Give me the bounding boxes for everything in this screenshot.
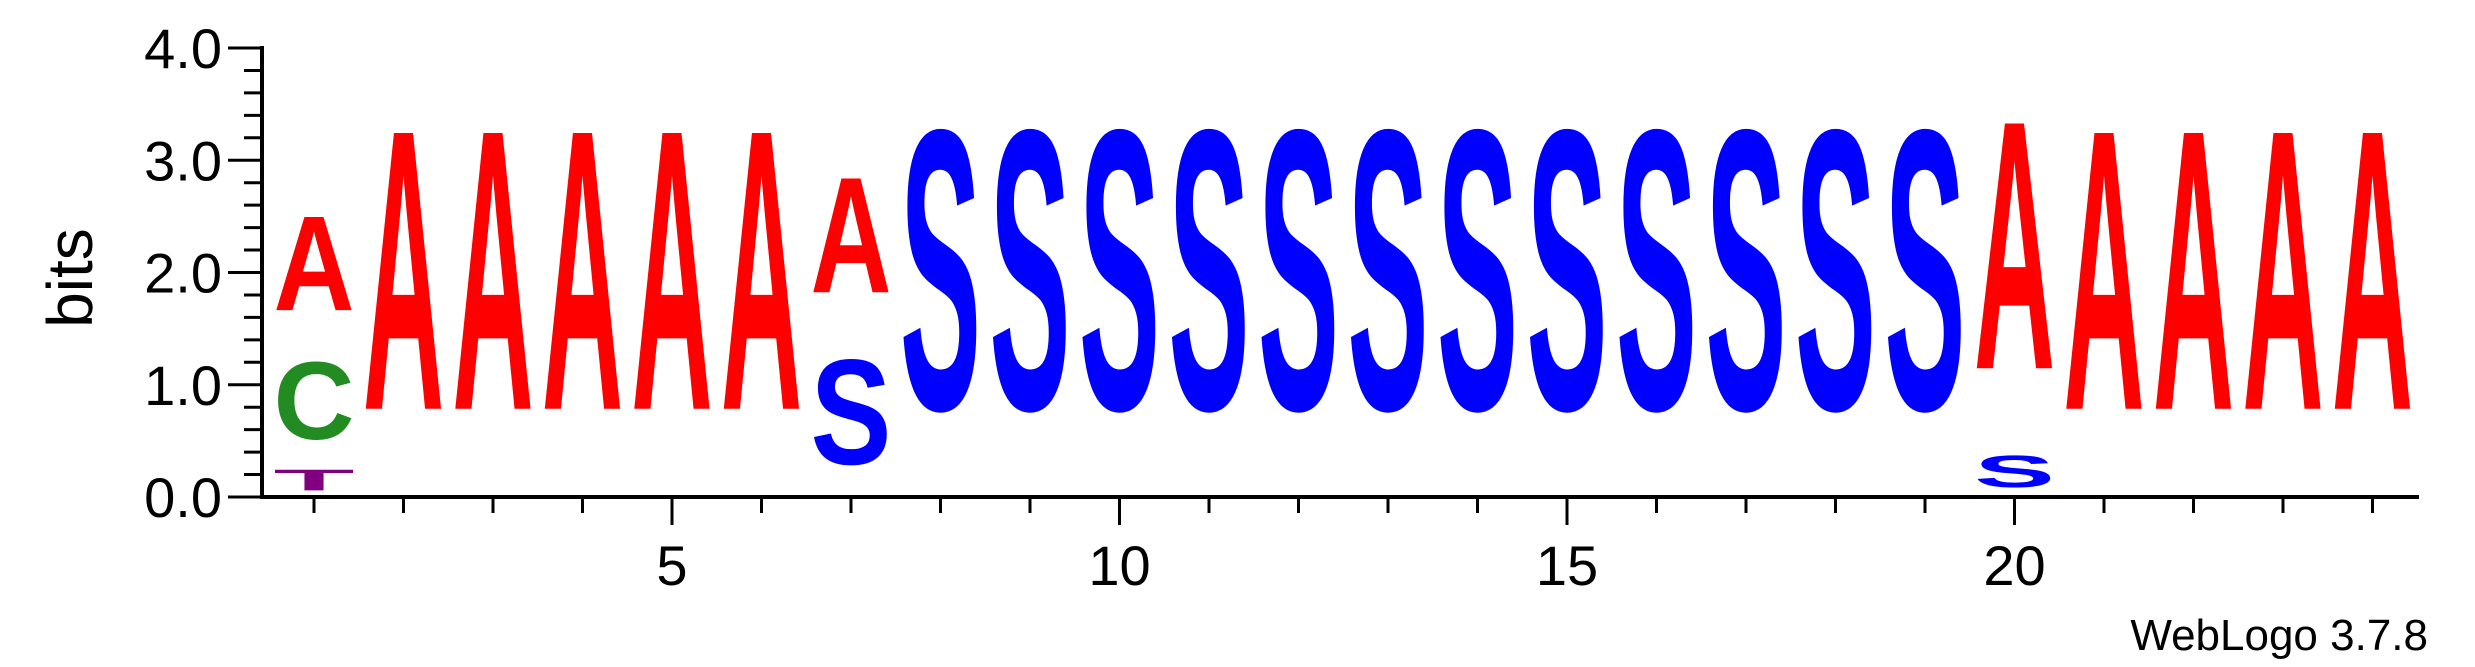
y-tick-label: 1.0 [144, 354, 222, 417]
logo-letter-a: A [273, 189, 354, 339]
logo-letter-s: S [1616, 46, 1697, 494]
y-axis-label: bits [34, 228, 106, 328]
logo-letter-a: A [453, 48, 534, 495]
logo-letter-a: A [811, 142, 892, 327]
logo-letter-a: A [2243, 48, 2324, 495]
logo-letter-s: S [1885, 46, 1966, 494]
logo-letter-t: T [274, 463, 355, 496]
logo-letter-a: A [2153, 48, 2234, 495]
logo-letter-a: A [2064, 48, 2145, 495]
y-tick-label: 0.0 [144, 466, 222, 529]
logo-letter-a: A [2332, 48, 2413, 495]
logo-letter-s: S [1795, 46, 1876, 494]
x-tick-label: 20 [1983, 534, 2045, 597]
y-tick-label: 3.0 [144, 129, 222, 192]
logo-letter-s: S [1079, 46, 1160, 494]
logo-letter-s: S [811, 328, 892, 496]
x-tick-label: 5 [656, 534, 687, 597]
x-tick-label: 15 [1536, 534, 1598, 597]
logo-letter-s: S [990, 46, 1071, 494]
logo-letter-c: C [274, 339, 355, 463]
logo-letter-a: A [632, 48, 713, 495]
logo-letter-s: S [1527, 46, 1608, 494]
logo-letter-s: S [1348, 46, 1429, 494]
logo-letter-a: A [1974, 46, 2055, 444]
logo-letter-s: S [900, 46, 981, 494]
weblogo-credit: WebLogo 3.7.8 [2130, 611, 2428, 660]
logo-letter-s: S [1974, 447, 2055, 497]
y-tick-label: 4.0 [144, 17, 222, 80]
logo-letter-s: S [1258, 46, 1339, 494]
y-tick-label: 2.0 [144, 242, 222, 305]
logo-letter-a: A [721, 48, 802, 495]
x-tick-label: 10 [1088, 534, 1150, 597]
logo-letter-a: A [542, 48, 623, 495]
axis-layer: 0.0 1.0 2.0 3.0 4.0 5 10 15 20 [144, 17, 2419, 597]
logo-letter-a: A [363, 48, 444, 495]
logo-letter-s: S [1169, 46, 1250, 494]
logo-letter-s: S [1706, 46, 1787, 494]
logo-letter-s: S [1437, 46, 1518, 494]
